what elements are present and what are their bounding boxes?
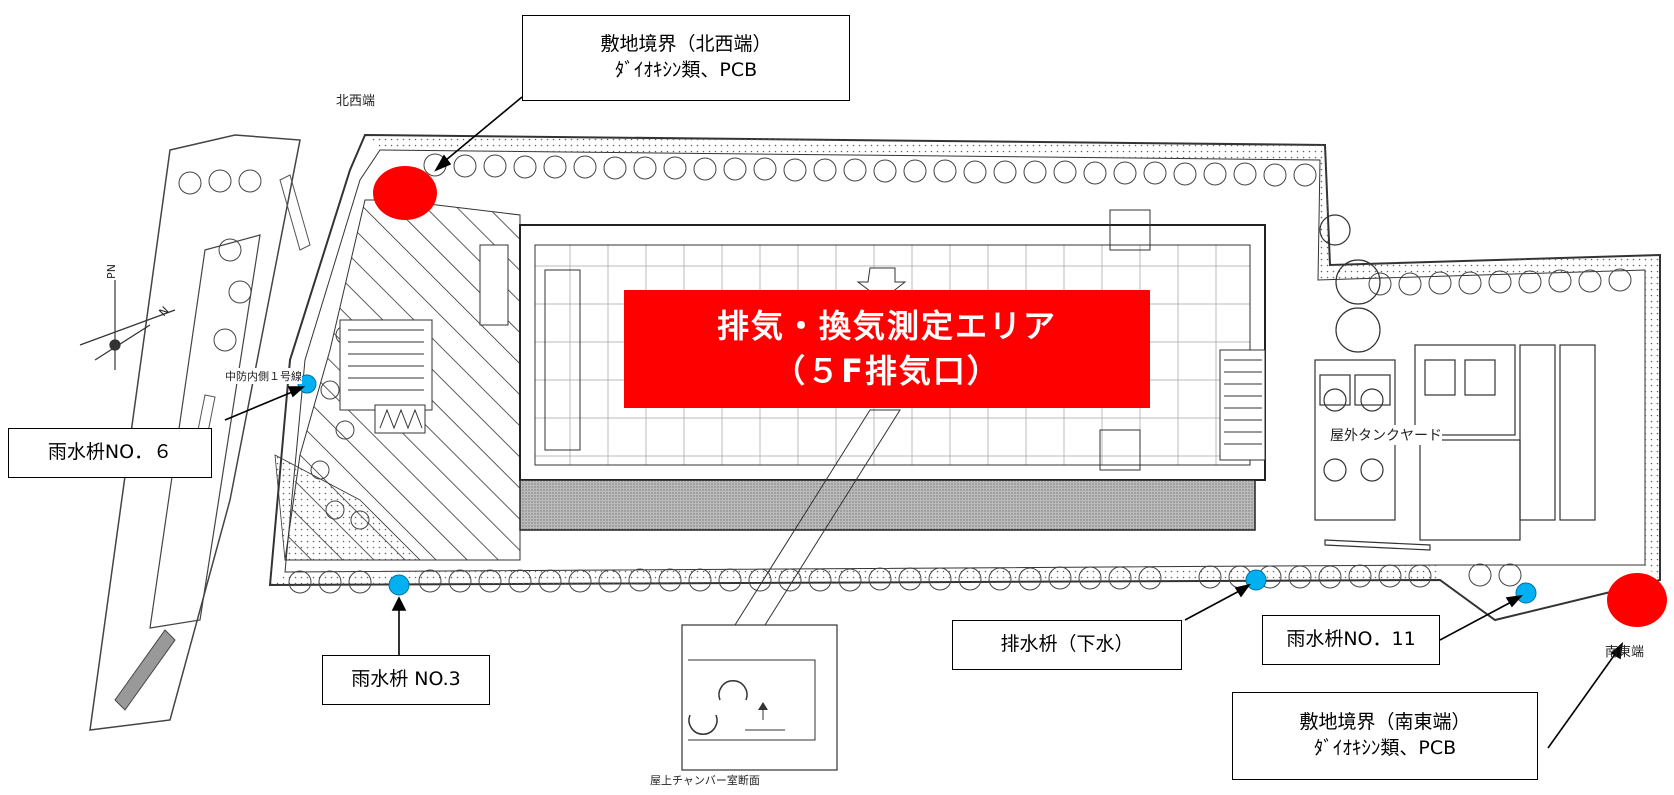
parking-hatched-area — [274, 199, 521, 561]
exhaust-area-title: 排気・換気測定エリア — [716, 307, 1057, 346]
callout-boundary-se-line1: 敷地境界（南東端） — [1299, 711, 1471, 734]
sampling-point-boundary-se — [1607, 573, 1667, 627]
callout-rain-no3-label: 雨水枡 NO.3 — [351, 668, 461, 691]
callout-boundary-se: 敷地境界（南東端） ﾀﾞｲｵｷｼﾝ類、PCB — [1232, 692, 1538, 780]
callout-rain-no11-label: 雨水枡NO．11 — [1286, 628, 1416, 651]
corner-label-nw: 北西端 — [336, 94, 376, 109]
access-road — [89, 134, 311, 731]
north-pn-label: PN — [104, 264, 118, 279]
callout-rain-no6: 雨水枡NO．６ — [8, 428, 212, 478]
north-arrow — [79, 280, 176, 370]
chamber-section-inset — [681, 624, 838, 771]
callout-boundary-nw: 敷地境界（北西端） ﾀﾞｲｵｷｼﾝ類、PCB — [522, 15, 850, 101]
gate-label: 中防内側１号線 — [225, 368, 302, 384]
callout-boundary-se-line2: ﾀﾞｲｵｷｼﾝ類、PCB — [1313, 737, 1457, 759]
callout-rain-no6-label: 雨水枡NO．６ — [47, 441, 173, 464]
callout-rain-no11: 雨水枡NO．11 — [1262, 615, 1440, 665]
callout-drain-sewer: 排水枡（下水） — [952, 620, 1182, 670]
callout-boundary-nw-line2: ﾀﾞｲｵｷｼﾝ類、PCB — [614, 59, 758, 81]
sampling-point-boundary-nw — [373, 166, 437, 220]
exhaust-measurement-area: 排気・換気測定エリア （５F排気口） — [624, 290, 1150, 408]
site-boundary — [268, 133, 1661, 622]
tank-yard — [1314, 214, 1596, 551]
corner-label-se: 南東端 — [1605, 645, 1645, 660]
chamber-section-caption: 屋上チャンバー室断面 — [650, 774, 760, 787]
exhaust-area-subtitle: （５F排気口） — [773, 352, 1001, 390]
callout-boundary-nw-line1: 敷地境界（北西端） — [600, 33, 772, 56]
sampling-point-drain-sewer — [1245, 569, 1267, 591]
sampling-point-rain-no3 — [388, 574, 410, 596]
sampling-point-rain-no11 — [1515, 582, 1537, 604]
tank-yard-label: 屋外タンクヤード — [1330, 425, 1442, 445]
callout-drain-sewer-label: 排水枡（下水） — [1000, 633, 1134, 656]
callout-leaders — [224, 96, 1624, 749]
callout-rain-no3: 雨水枡 NO.3 — [322, 655, 490, 705]
